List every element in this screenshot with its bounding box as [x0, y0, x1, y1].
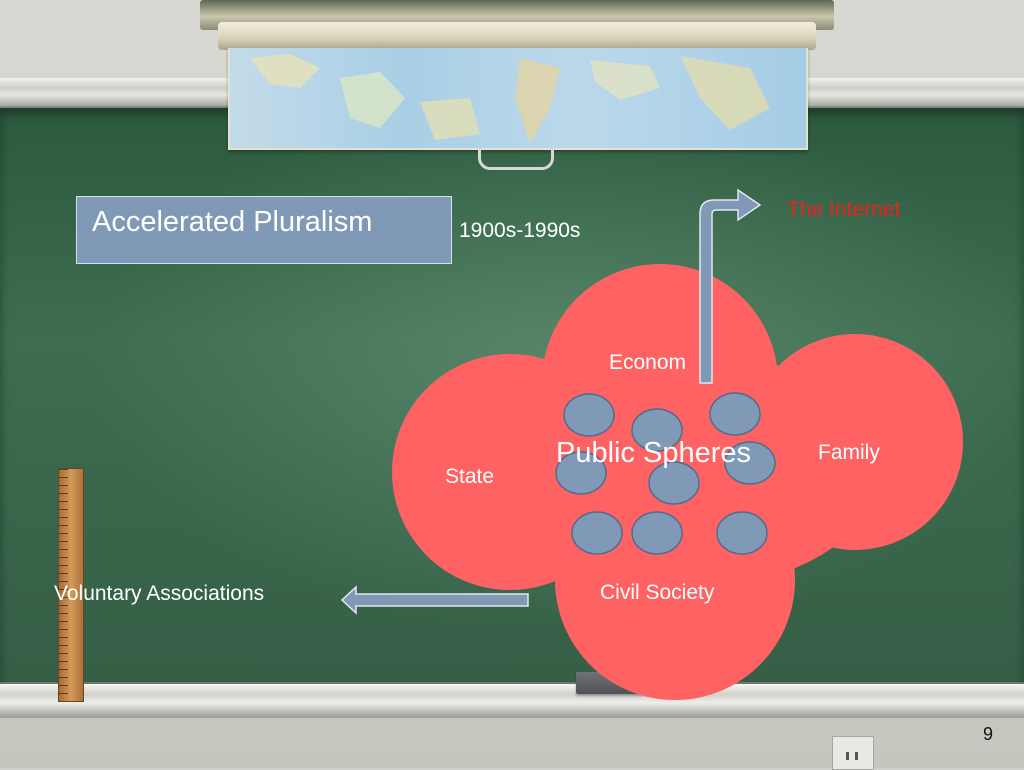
family-label: Family [818, 441, 880, 464]
circle-node [709, 392, 761, 436]
circle-group [555, 392, 776, 555]
circle-node [563, 393, 615, 437]
voluntary-arrow [340, 585, 529, 615]
circle-node [631, 511, 683, 555]
civil-society-label: Civil Society [600, 581, 715, 604]
circle-node [716, 511, 768, 555]
outlet-slots [846, 752, 860, 760]
circle-node [571, 511, 623, 555]
page-number: 9 [983, 724, 994, 744]
circle-node [555, 451, 607, 495]
wooden-ruler [58, 468, 84, 702]
map-roller-rod [218, 22, 816, 50]
circle-node [648, 461, 700, 505]
world-map-image [228, 48, 808, 150]
internet-arrow [699, 188, 762, 384]
title-box [76, 196, 452, 264]
voluntary-associations-label: Voluntary Associations [54, 582, 265, 605]
circle-node [631, 408, 683, 452]
slide-title: Accelerated Pluralism [92, 206, 373, 238]
chalk-tray [0, 682, 1024, 718]
period-label: 1900s-1990s [459, 219, 581, 242]
wall-outlet [832, 736, 874, 770]
public-spheres-label: Public Spheres [556, 437, 752, 469]
map-pull-handle [478, 148, 554, 170]
state-label: State [445, 465, 495, 488]
economy-label: Econom [609, 351, 687, 374]
circle-node [724, 441, 776, 485]
internet-label: The Internet [787, 198, 901, 221]
